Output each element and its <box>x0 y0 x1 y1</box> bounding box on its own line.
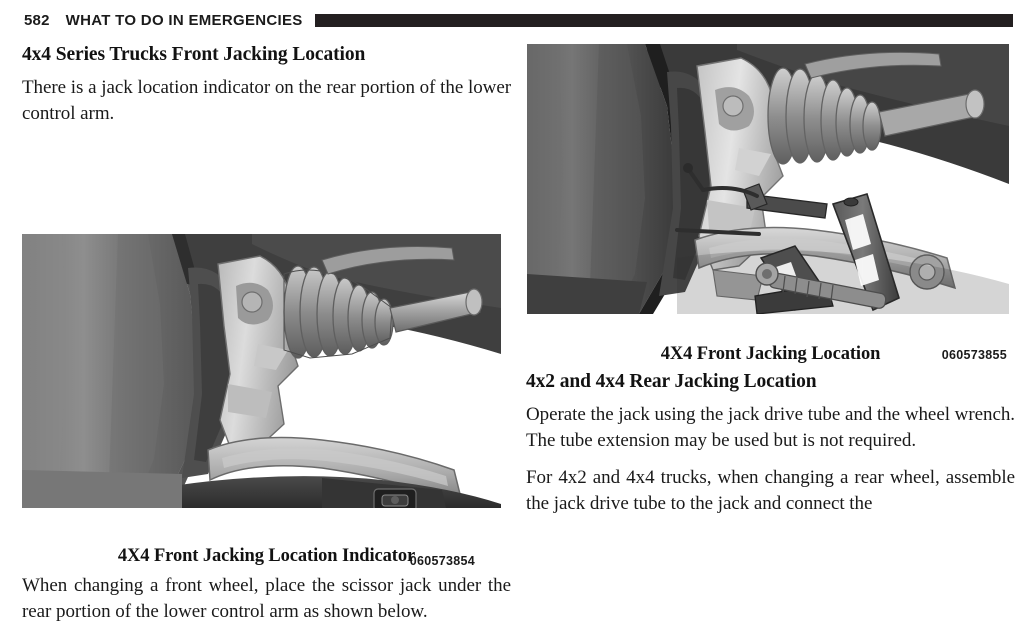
page-number: 582 <box>24 11 50 29</box>
jack-location-indicator-detail <box>373 488 417 509</box>
figure-caption-right: 4X4 Front Jacking Location <box>660 344 881 364</box>
figure-number-left: 060573854 <box>409 554 475 569</box>
right-paragraph-1: Operate the jack using the jack drive tu… <box>526 404 1015 451</box>
right-section-heading: 4x2 and 4x4 Rear Jacking Location <box>526 371 817 392</box>
left-intro-paragraph: There is a jack location indicator on th… <box>22 77 511 124</box>
header-title: WHAT TO DO IN EMERGENCIES <box>65 11 303 29</box>
figure-front-jacking-indicator: 060573854 <box>22 138 511 568</box>
jack-drive-screw <box>755 262 887 309</box>
left-body-paragraph: When changing a front wheel, place the s… <box>22 575 511 622</box>
figure-front-jacking-indicator-image <box>22 234 501 509</box>
suspension-jack-illustration-right <box>527 44 1009 314</box>
left-section-heading: 4x4 Series Trucks Front Jacking Location <box>22 44 366 65</box>
header-rule <box>314 13 1013 27</box>
figure-number-right: 060573855 <box>941 348 1007 362</box>
right-paragraph-2: For 4x2 and 4x4 trucks, when changing a … <box>526 467 1015 514</box>
right-column: 060573855 4X4 Front Jacking Location 4x2… <box>526 44 1015 516</box>
figure-front-jacking-location: 060573855 <box>526 44 1015 362</box>
suspension-illustration-left <box>22 234 501 509</box>
page-header: 582 WHAT TO DO IN EMERGENCIES <box>0 0 1024 40</box>
scissor-jack-illustration <box>675 163 900 314</box>
left-column: 4x4 Series Trucks Front Jacking Location… <box>22 44 511 624</box>
figure-front-jacking-location-image <box>527 44 1009 314</box>
